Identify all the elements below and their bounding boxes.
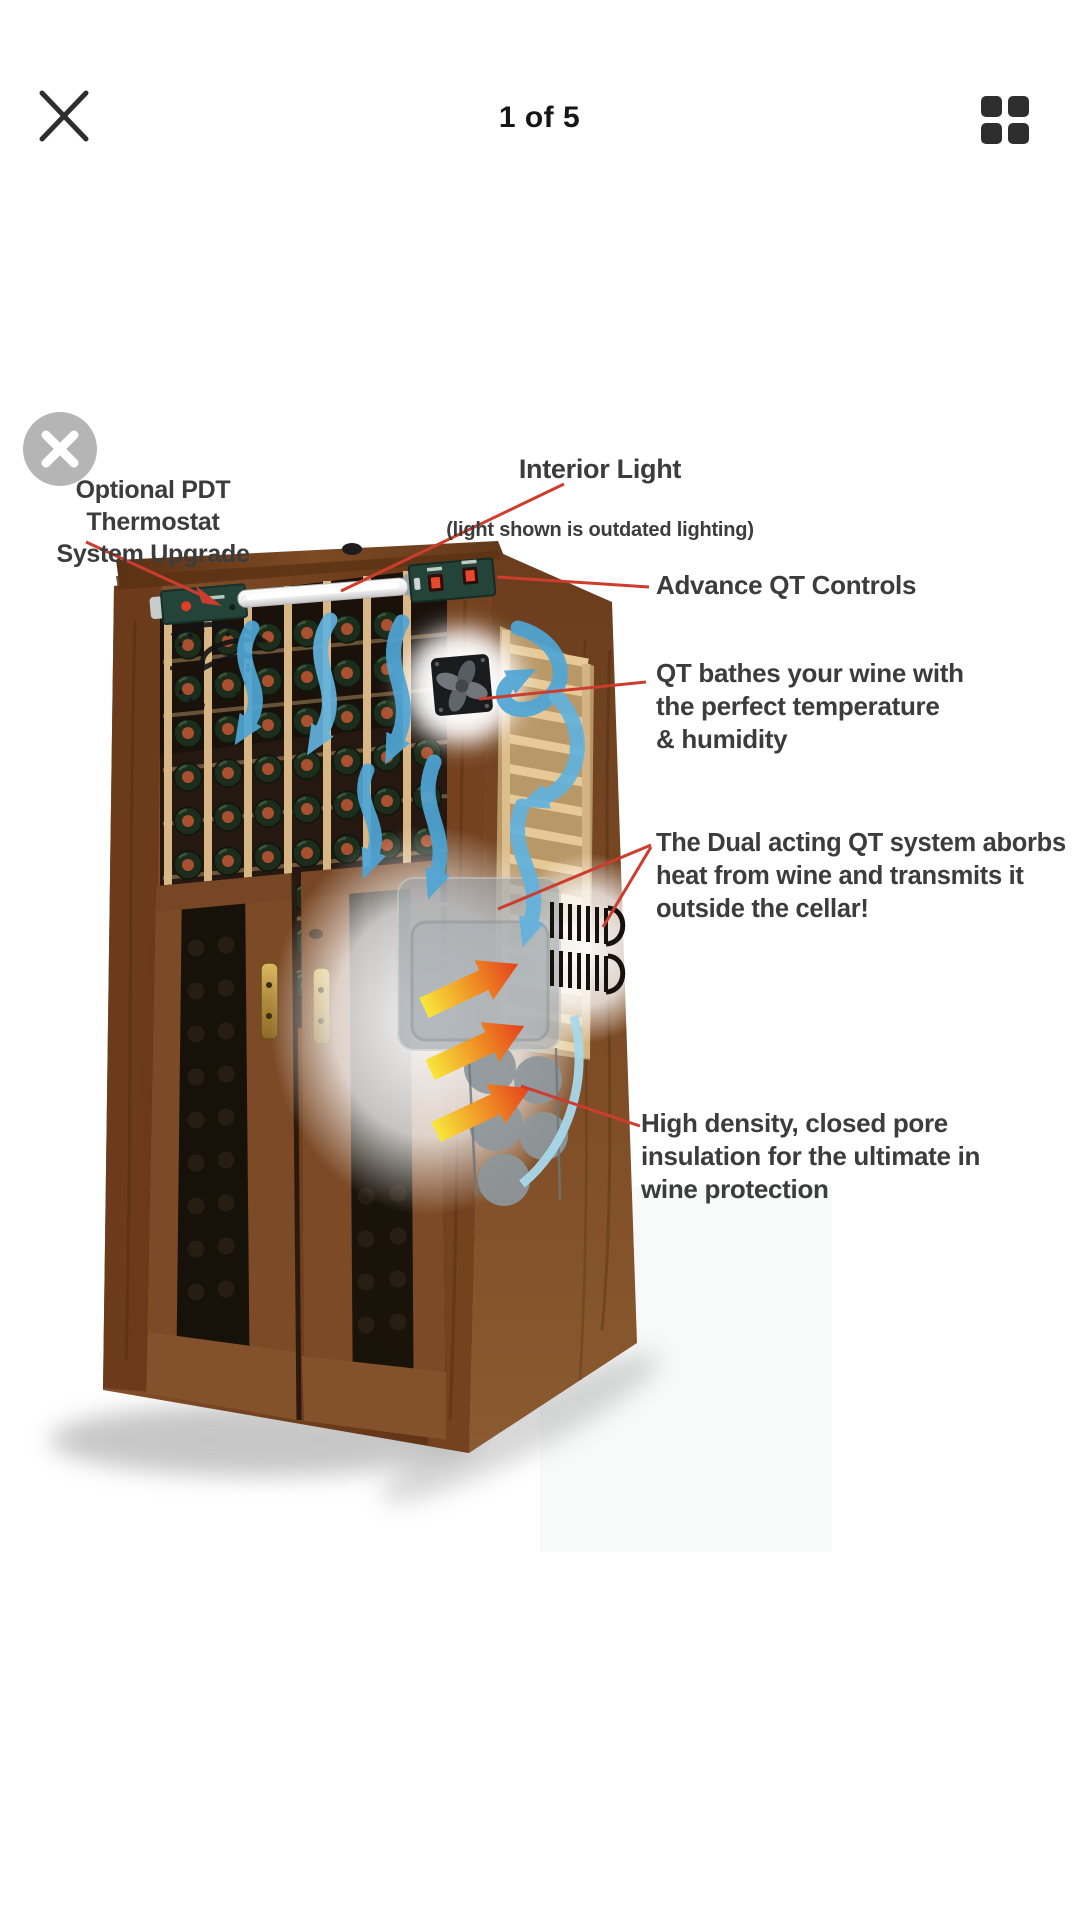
top-knob: [342, 543, 362, 555]
qt-control-panel: [407, 557, 497, 604]
callout-interior-light-subtitle: (light shown is outdated lighting): [446, 519, 754, 541]
callout-interior-light: Interior Light (light shown is outdated …: [430, 421, 770, 576]
close-icon: [39, 90, 89, 142]
callout-leader-lines: [85, 482, 653, 1128]
grid-thumbnails-button[interactable]: [969, 84, 1037, 152]
callout-dual-acting-qt-system: The Dual acting QT system aborbs heat fr…: [656, 829, 1066, 923]
callout-optional-pdt-thermostat: Optional PDT Thermostat System Upgrade: [56, 476, 250, 568]
close-button[interactable]: [32, 81, 100, 149]
image-counter: 1 of 5: [498, 101, 581, 134]
grid-thumbnails-icon: [981, 96, 1029, 144]
viewer-topbar: 1 of 5: [0, 0, 1079, 180]
circulation-fan: [404, 628, 520, 744]
cool-air-return-line: [519, 1014, 584, 1188]
callout-high-density-insulation: High density, closed pore insulation for…: [641, 1108, 981, 1204]
callout-interior-light-title: Interior Light: [518, 454, 682, 484]
dismiss-x-icon: [41, 430, 79, 468]
callout-advance-qt-controls: Advance QT Controls: [656, 570, 917, 600]
left-glass-door: [146, 873, 297, 1420]
callout-qt-bathes-wine: QT bathes your wine with the perfect tem…: [656, 658, 964, 754]
dismiss-badge[interactable]: [23, 412, 97, 486]
